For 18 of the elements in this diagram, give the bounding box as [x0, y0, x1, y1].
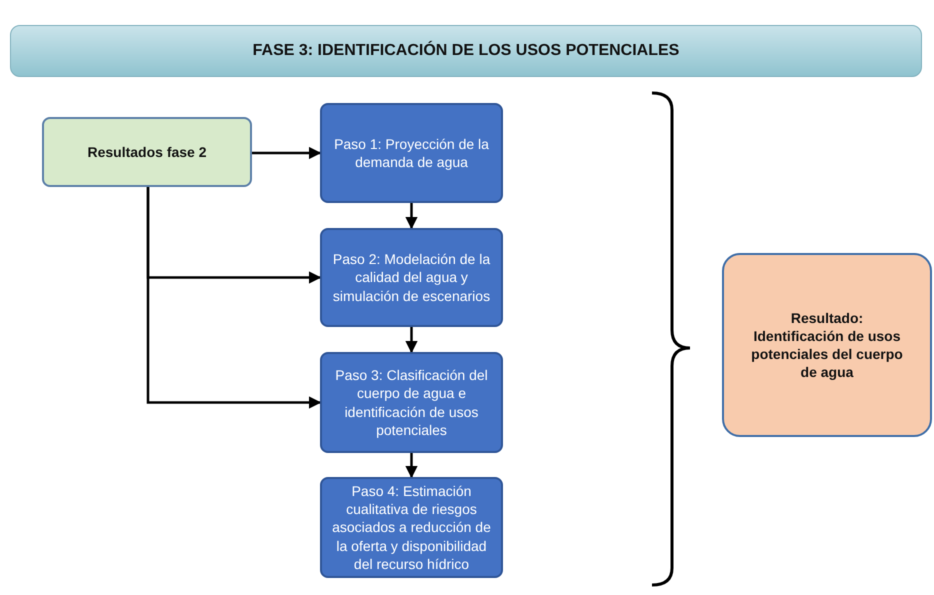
box-text: Paso 2: Modelación de la calidad del agua y simulación de escenarios — [332, 250, 492, 305]
process-box — [320, 477, 503, 578]
box-text: Paso 1: Proyección de la demanda de agua — [333, 134, 490, 172]
process-box — [320, 228, 503, 327]
box-text: Paso 4: Estimación cualitativa de riesgos asociados a reducción de la oferta y disponibilidad del recurso hídrico — [331, 482, 492, 573]
arrow — [146, 187, 322, 409]
arrow — [405, 203, 418, 230]
arrow — [252, 146, 322, 160]
process-box — [320, 103, 503, 203]
box-text: Paso 3: Clasificación del cuerpo de agua e identificación de usos potenciales — [334, 366, 489, 439]
result-box — [722, 253, 932, 437]
box-text: Resultado: Identificación de usos potenciales del cuerpo de agua — [750, 308, 904, 382]
input-box — [42, 117, 252, 187]
arrow — [405, 453, 418, 478]
title: FASE 3: IDENTIFICACIÓN DE LOS USOS POTENCIALES — [252, 42, 680, 60]
arrow — [405, 327, 418, 354]
box-text: Resultados fase 2 — [87, 142, 207, 162]
process-box — [320, 352, 503, 453]
